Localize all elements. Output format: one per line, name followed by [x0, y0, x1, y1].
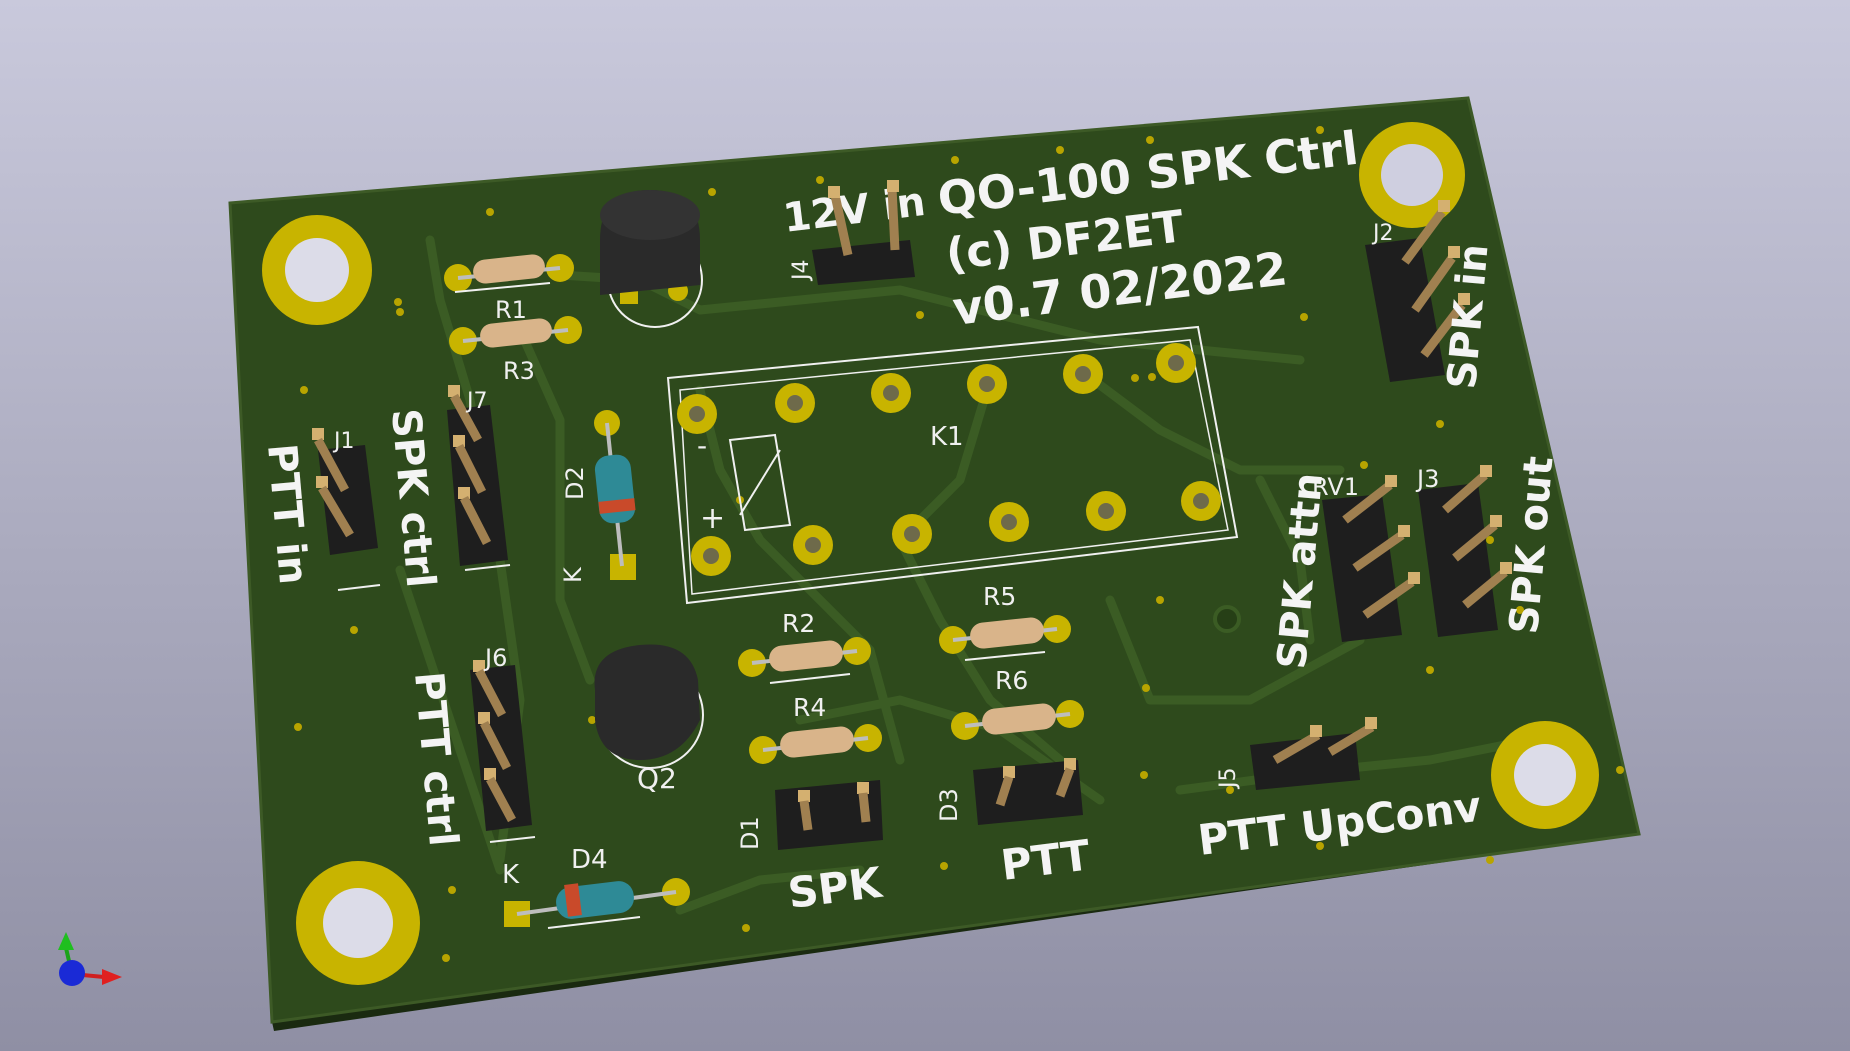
r5-ref: R5 — [983, 582, 1016, 611]
r3-ref: R3 — [503, 357, 535, 385]
pcb-board — [228, 96, 1641, 1024]
d1-ref: D1 — [736, 816, 764, 850]
trimmer-rv1: RV1 — [1312, 473, 1420, 642]
resistor-r6: R6 — [951, 666, 1084, 740]
d4-ref: D4 — [571, 845, 608, 875]
q2-ref: Q2 — [637, 762, 677, 795]
j2-ref: J2 — [1371, 221, 1394, 246]
header-j2: J2 — [1365, 200, 1470, 382]
resistor-r2: R2 — [738, 609, 871, 684]
header-j5: J5 — [1216, 717, 1377, 790]
resistor-r4: R4 — [749, 693, 882, 764]
relay-ref: K1 — [930, 422, 964, 452]
rv1-ref: RV1 — [1312, 473, 1359, 501]
jumper-d3: D3 — [935, 758, 1083, 825]
label-spk: SPK — [785, 858, 885, 918]
axis-gizmo — [58, 932, 122, 986]
relay-plus-mark: + — [700, 501, 725, 536]
j3-ref: J3 — [1415, 465, 1439, 493]
header-j7: J7 — [447, 385, 511, 571]
j5-ref: J5 — [1216, 768, 1241, 791]
mounting-hole-bottom-right — [1491, 721, 1599, 829]
j6-ref: J6 — [483, 644, 507, 672]
mounting-hole-bottom-left — [296, 861, 420, 985]
relay-k1: - + K1 — [666, 325, 1239, 605]
mounting-hole-top-right — [1359, 122, 1465, 228]
r4-ref: R4 — [793, 693, 826, 722]
relay-minus-mark: - — [697, 429, 707, 462]
d2-k-mark: K — [559, 566, 587, 583]
header-j6: J6 — [470, 644, 536, 843]
header-j3: J3 — [1415, 465, 1512, 637]
large-via — [1213, 605, 1241, 633]
j7-ref: J7 — [465, 389, 488, 414]
jumper-d1: D1 — [736, 780, 883, 850]
vias — [294, 126, 1624, 962]
transistor-q1 — [600, 190, 703, 328]
resistor-r5: R5 — [939, 582, 1071, 661]
resistor-r3: R3 — [449, 316, 582, 385]
r6-ref: R6 — [995, 666, 1028, 695]
label-ptt: PTT — [998, 830, 1093, 890]
header-j4: J4 — [789, 180, 915, 285]
mounting-hole-top-left — [262, 215, 372, 325]
j4-ref: J4 — [789, 260, 814, 283]
r1-ref: R1 — [495, 296, 527, 324]
header-j1: J1 — [312, 428, 381, 591]
d2-ref: D2 — [561, 466, 589, 500]
r2-ref: R2 — [782, 609, 815, 638]
j1-ref: J1 — [332, 429, 355, 454]
resistor-r1: R1 — [444, 254, 574, 324]
diode-d4: D4 K — [502, 845, 690, 929]
d3-ref: D3 — [935, 788, 963, 822]
diode-d2: D2 K — [559, 410, 636, 583]
transistor-q2: Q2 — [594, 644, 704, 795]
d4-k-mark: K — [502, 860, 520, 890]
